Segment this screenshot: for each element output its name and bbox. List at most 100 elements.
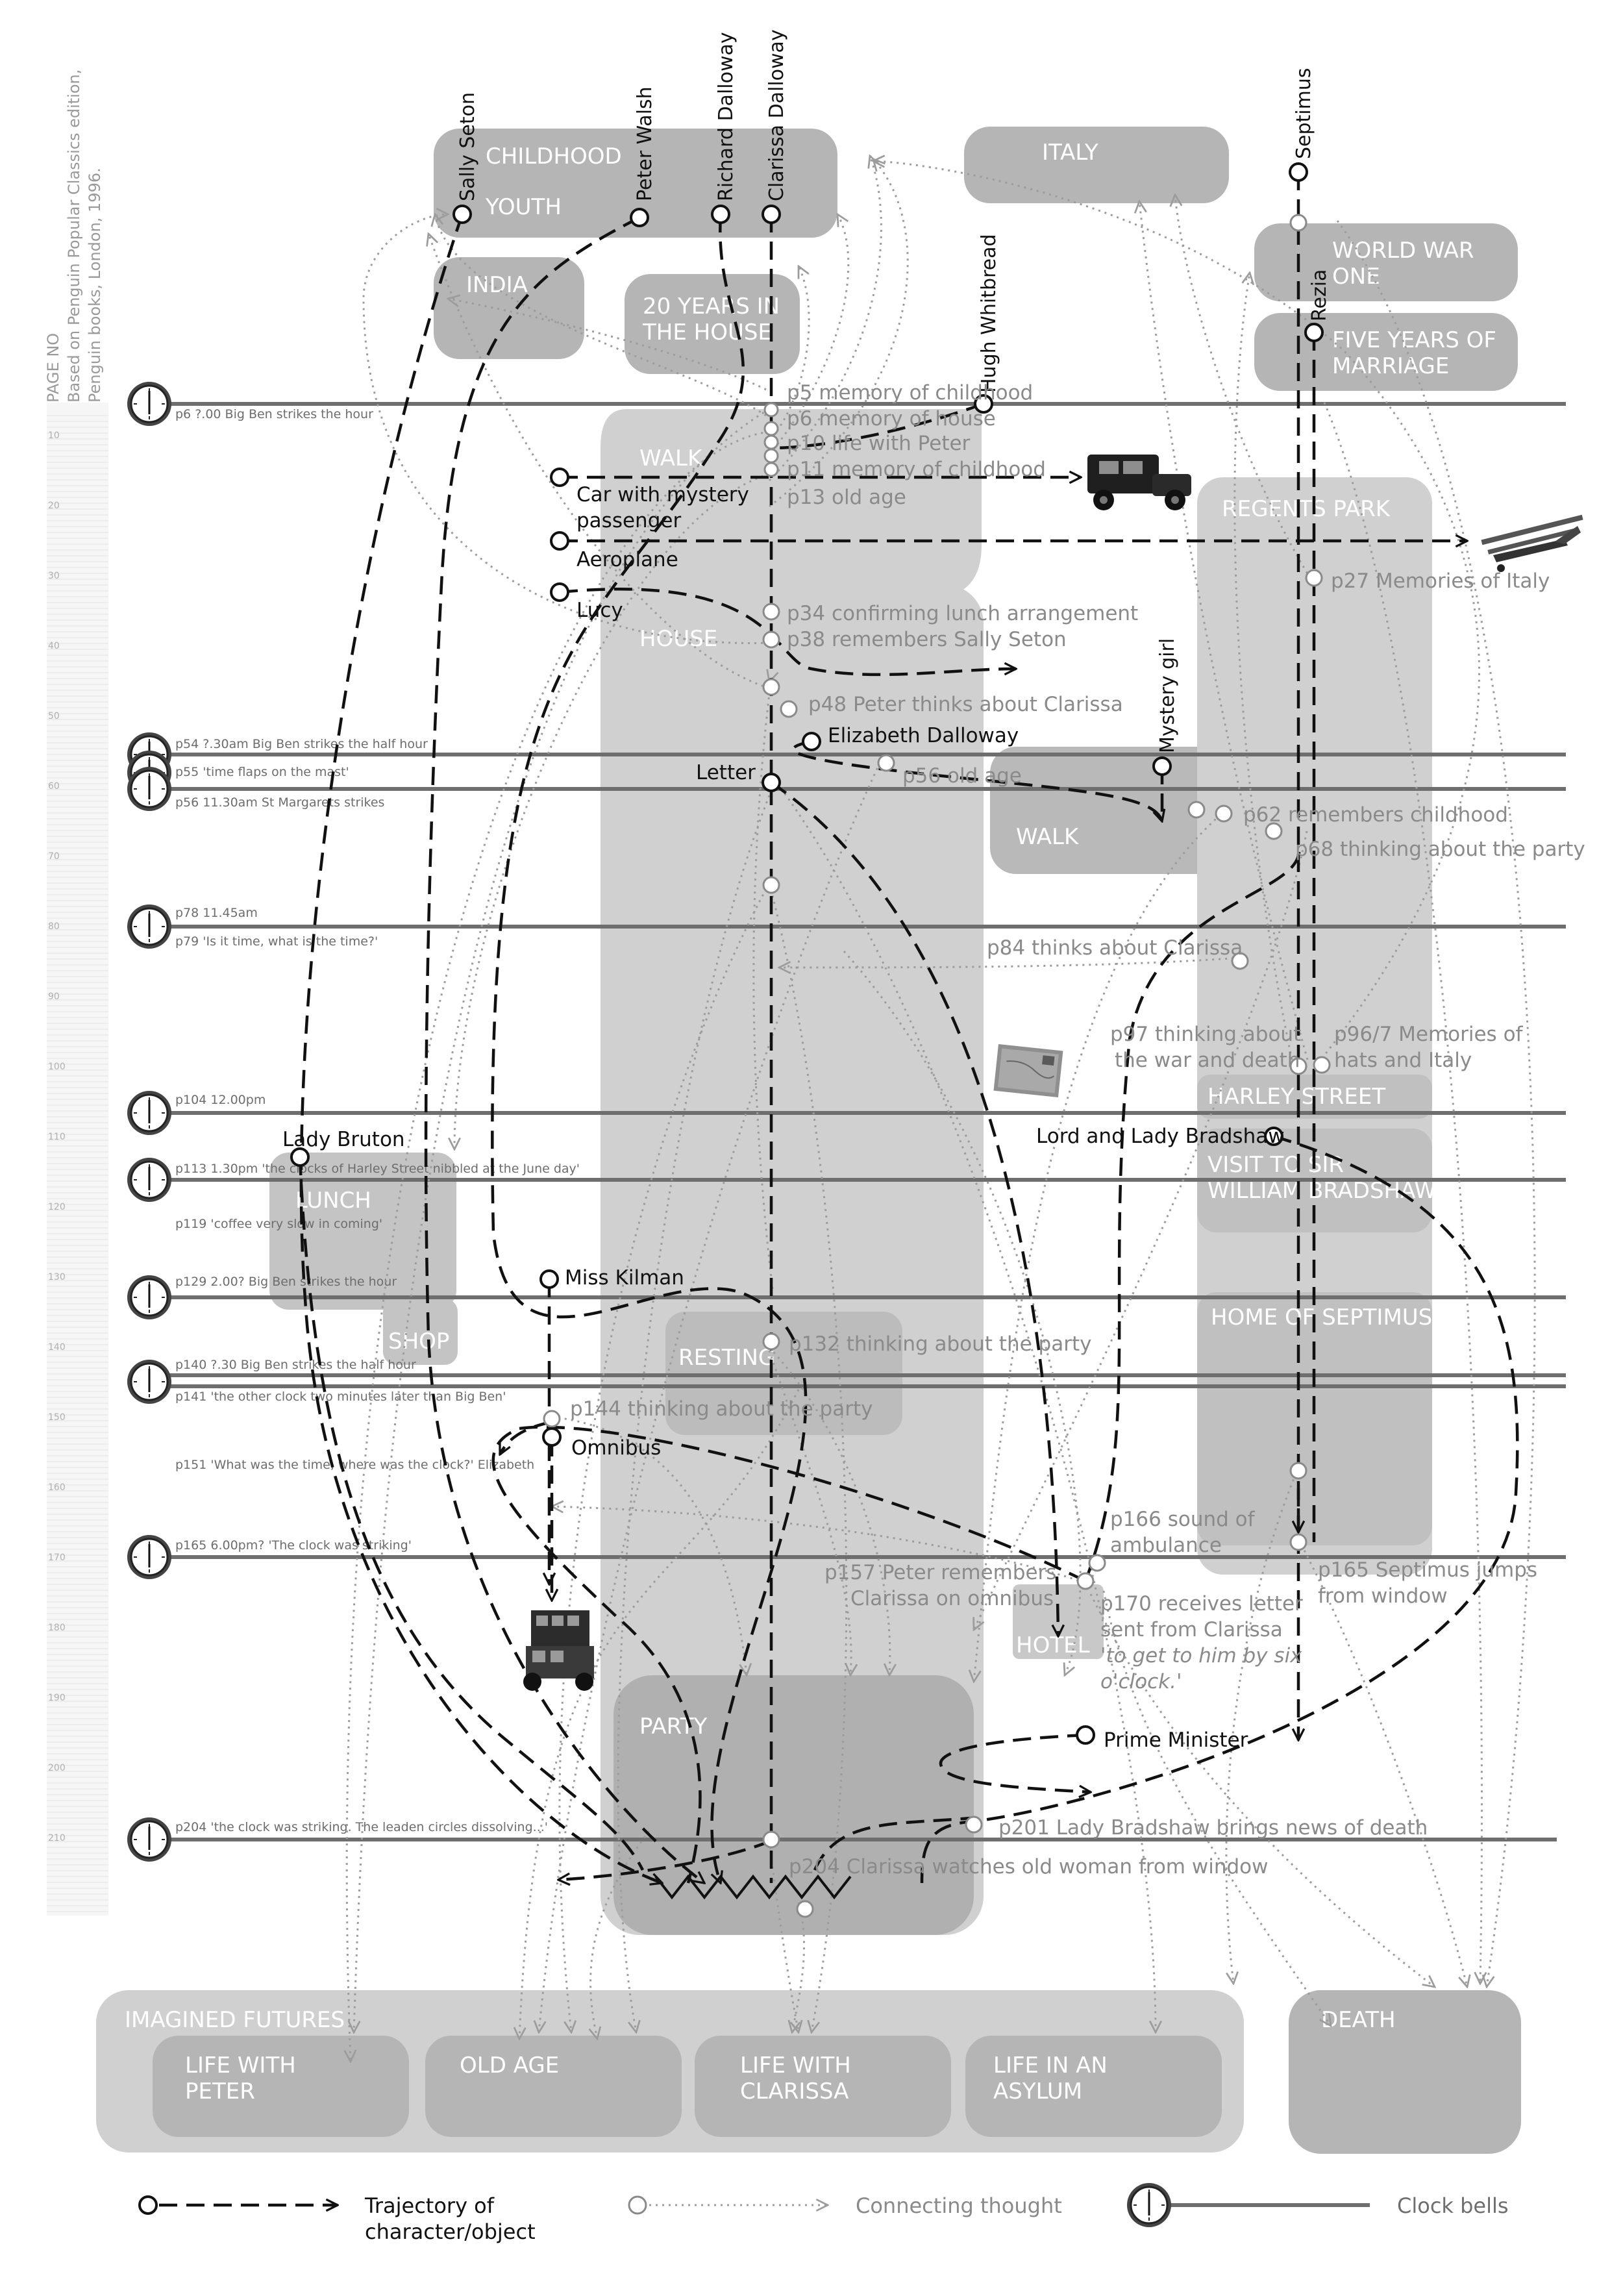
event-p34: p34 confirming lunch arrangement bbox=[787, 602, 1138, 625]
event-node bbox=[762, 678, 780, 696]
label-omnibus: Omnibus bbox=[571, 1436, 661, 1460]
label-death: DEATH bbox=[1321, 2007, 1396, 2033]
node-clarissa bbox=[762, 205, 781, 224]
event-p201: p201 Lady Bradshaw brings news of death bbox=[998, 1816, 1428, 1840]
event-node bbox=[965, 1816, 983, 1834]
event-node bbox=[1289, 1462, 1307, 1480]
node-sally bbox=[452, 205, 472, 224]
label-lady-bruton: Lady Bruton bbox=[282, 1128, 405, 1151]
label-party: PARTY bbox=[639, 1714, 708, 1740]
clock-label: p104 12.00pm bbox=[175, 1093, 266, 1107]
event-node bbox=[762, 1332, 780, 1351]
node-omnibus bbox=[542, 1427, 562, 1447]
letter-icon bbox=[993, 1044, 1063, 1098]
label-life-with-peter-1: LIFE WITH bbox=[185, 2053, 296, 2078]
event-node bbox=[763, 434, 779, 450]
clocks bbox=[126, 381, 173, 1863]
scale-label: 140 bbox=[48, 1342, 66, 1353]
region-labels: CHILDHOOD YOUTH INDIA 20 YEARS IN THE HO… bbox=[125, 140, 1496, 2104]
event-node bbox=[1265, 822, 1283, 840]
scale-label: 200 bbox=[48, 1763, 66, 1773]
event-node bbox=[763, 462, 779, 477]
clock-label: p54 ?.30am Big Ben strikes the half hour bbox=[175, 737, 428, 751]
trajectory-hugh bbox=[772, 402, 984, 450]
thought-link bbox=[617, 795, 771, 2032]
event-node bbox=[762, 603, 780, 621]
event-p165-1: p165 Septimus jumps bbox=[1318, 1558, 1537, 1582]
node-lucy bbox=[550, 582, 569, 602]
legend-trajectory-label-2: character/object bbox=[365, 2219, 536, 2244]
label-old-age: OLD AGE bbox=[460, 2053, 559, 2078]
event-p6: p6 memory of house bbox=[787, 407, 996, 430]
label-miss-kilman: Miss Kilman bbox=[565, 1266, 684, 1290]
clock-icon bbox=[126, 1358, 173, 1405]
region-house bbox=[601, 584, 984, 1935]
label-harley-street: HARLEY STREET bbox=[1208, 1084, 1385, 1110]
legend-thought-node bbox=[628, 2195, 647, 2215]
region-india bbox=[434, 257, 584, 359]
clock-label: p165 6.00pm? 'The clock was striking' bbox=[175, 1538, 412, 1553]
node-pm bbox=[1076, 1725, 1095, 1745]
thought-link bbox=[519, 1389, 800, 2039]
event-p204: p204 Clarissa watches old woman from win… bbox=[789, 1855, 1268, 1878]
event-p10: p10 life with Peter bbox=[787, 432, 971, 455]
label-letter: Letter bbox=[696, 761, 756, 784]
event-p5: p5 memory of childhood bbox=[787, 381, 1033, 405]
event-p170-q1: 'to get to him by six bbox=[1100, 1644, 1302, 1667]
source-heading: PAGE NO bbox=[44, 333, 62, 403]
thought-link bbox=[347, 430, 770, 2062]
region-death bbox=[1289, 1990, 1521, 2154]
thought-link bbox=[551, 1416, 747, 1675]
event-node bbox=[1187, 801, 1206, 819]
trajectory-clarissa-b bbox=[558, 1839, 772, 1880]
omnibus-icon bbox=[523, 1610, 594, 1691]
party-zigzag bbox=[654, 1874, 852, 1900]
region-childhood-youth bbox=[434, 129, 837, 238]
thought-link bbox=[768, 266, 810, 442]
label-life-in-asylum-2: ASYLUM bbox=[993, 2078, 1082, 2104]
region-world-war bbox=[1254, 223, 1518, 301]
clock-icon bbox=[1126, 2182, 1172, 2228]
clock-label: p129 2.00? Big Ben strikes the hour bbox=[175, 1275, 397, 1289]
thought-link bbox=[1139, 201, 1309, 1060]
legend: Trajectory of character/object Connectin… bbox=[138, 2182, 1509, 2244]
clock-icon bbox=[126, 903, 173, 950]
clock-label: p113 1.30pm 'the clocks of Harley Street… bbox=[175, 1162, 580, 1176]
region-home-septimus bbox=[1197, 1292, 1432, 1545]
event-node bbox=[763, 402, 779, 418]
scale-label: 10 bbox=[48, 430, 60, 441]
label-clarissa-dalloway: Clarissa Dalloway bbox=[765, 29, 788, 201]
scale-label: 130 bbox=[48, 1272, 66, 1282]
label-marriage-1: FIVE YEARS OF bbox=[1332, 327, 1496, 353]
event-node bbox=[1076, 1572, 1095, 1590]
label-world-war-1: WORLD WAR bbox=[1332, 238, 1474, 264]
label-resting: RESTING bbox=[678, 1345, 775, 1371]
label-hugh-whitbread: Hugh Whitbread bbox=[978, 234, 1000, 393]
label-visit-1: VISIT TO SIR bbox=[1208, 1152, 1344, 1178]
car-icon bbox=[1087, 455, 1191, 510]
region-life-in-asylum bbox=[965, 2036, 1222, 2137]
event-node bbox=[796, 1900, 814, 1918]
clock-icon bbox=[126, 1090, 173, 1136]
scale-label: 120 bbox=[48, 1202, 66, 1212]
label-prime-minister: Prime Minister bbox=[1104, 1728, 1248, 1752]
clock-icon bbox=[126, 766, 173, 812]
label-sally-seton: Sally Seton bbox=[456, 92, 479, 201]
scale-label: 40 bbox=[48, 641, 60, 651]
label-life-with-clarissa-1: LIFE WITH bbox=[740, 2053, 851, 2078]
event-p170-q2: o'clock.' bbox=[1100, 1670, 1182, 1693]
clock-label: p141 'the other clock two minutes later … bbox=[175, 1390, 506, 1404]
event-node bbox=[763, 421, 779, 436]
region-lunch bbox=[269, 1153, 456, 1310]
trajectory-pm bbox=[939, 1733, 1091, 1792]
trajectory-omnibus-b bbox=[498, 1420, 552, 1454]
thought-link bbox=[558, 882, 771, 2032]
label-marriage-2: MARRIAGE bbox=[1332, 353, 1449, 379]
node-aeroplane bbox=[550, 531, 569, 551]
thought-link bbox=[768, 772, 1156, 2032]
scale-label: 60 bbox=[48, 781, 60, 792]
clock-lines bbox=[149, 402, 1566, 1841]
thought-link bbox=[768, 1346, 890, 1675]
thought-link bbox=[768, 214, 850, 455]
trajectory-letter bbox=[770, 781, 1058, 1636]
